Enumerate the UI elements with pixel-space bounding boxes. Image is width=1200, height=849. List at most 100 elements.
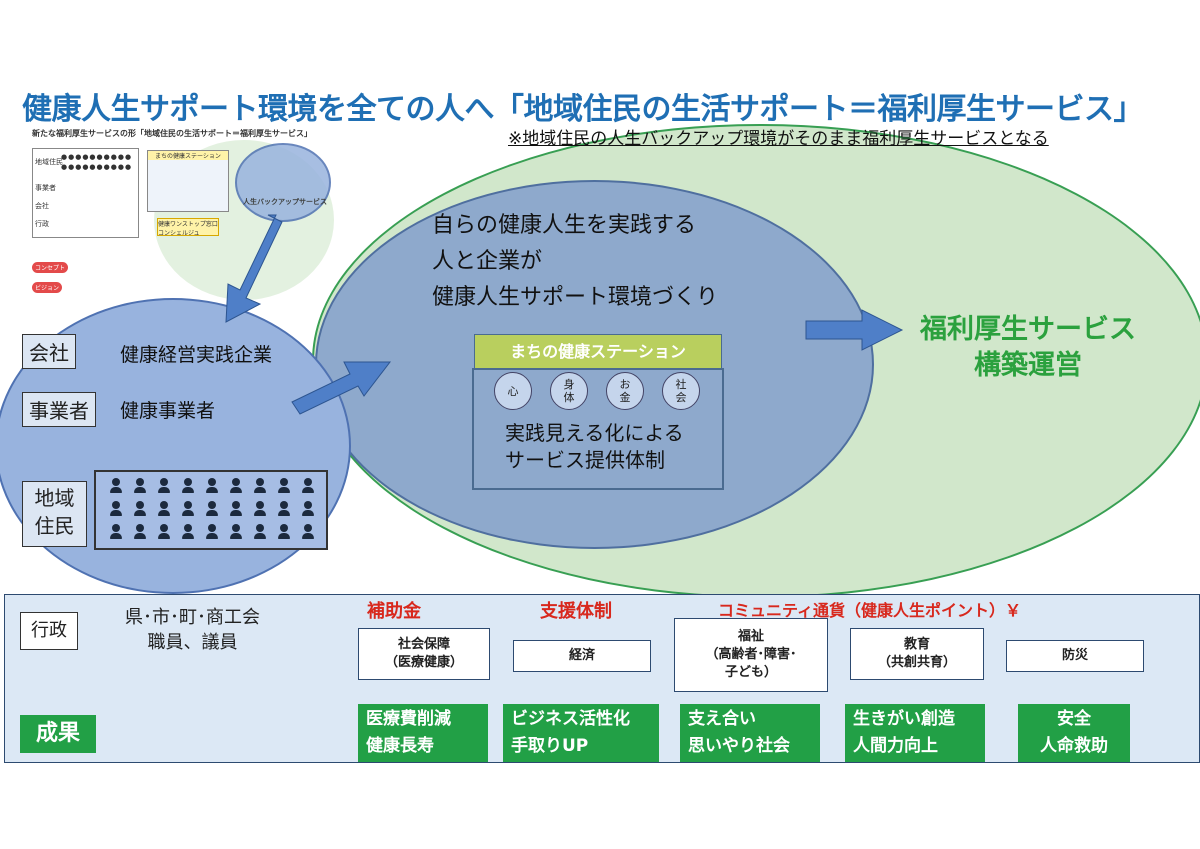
mini-people-icons-2: ●●●●●●●●●●	[61, 163, 133, 171]
admin-label: 行政	[20, 612, 78, 650]
results-label: 成果	[20, 715, 96, 753]
residents-label-line2: 住民	[34, 514, 75, 538]
arrow-left-to-middle	[291, 361, 392, 415]
person-icon	[182, 524, 194, 539]
town-health-station-header: まちの健康ステーション	[474, 334, 722, 370]
person-icon	[110, 501, 122, 516]
town-health-station-body: 心 身 体 お 金 社 会	[472, 368, 724, 490]
person-icon	[302, 524, 314, 539]
circle-money: お 金	[606, 372, 644, 410]
result-medical-line1: 医療費削減	[366, 709, 451, 729]
box-social-security: 社会保障 （医療健康）	[358, 628, 490, 680]
person-icon	[278, 501, 290, 516]
currency-heading: コミュニティ通貨（健康人生ポイント）￥	[718, 601, 1022, 620]
person-icon	[206, 524, 218, 539]
mini-highlight-circle: 人生バックアップサービス	[235, 143, 331, 222]
result-mutual-line1: 支え合い	[688, 709, 756, 729]
person-icon	[134, 501, 146, 516]
box-social-security-line1: 社会保障	[397, 637, 450, 652]
person-icon	[278, 478, 290, 493]
mini-people-icons: ●●●●●●●●●●	[61, 153, 133, 161]
person-icon	[134, 524, 146, 539]
arrow-middle-to-right	[805, 309, 904, 351]
mini-concierge: 健康ワンストップ窓口 コンシェルジュ	[157, 218, 219, 237]
page-title: 健康人生サポート環境を全ての人へ「地域住民の生活サポート＝福利厚生サービス」	[22, 92, 1144, 127]
result-mutual-line2: 思いやり社会	[688, 736, 790, 756]
box-education-line1: 教育	[903, 637, 930, 652]
circle-body: 身 体	[550, 372, 588, 410]
subsidy-heading: 補助金	[367, 601, 421, 622]
station-line-2: サービス提供体制	[505, 448, 665, 472]
result-safety-line2: 人命救助	[1040, 736, 1108, 756]
mini-station: まちの健康ステーション	[148, 151, 228, 160]
station-description: 実践見える化による サービス提供体制	[505, 420, 684, 474]
support-line-2: 人と企業が	[432, 249, 543, 274]
company-text: 健康経営実践企業	[120, 344, 273, 366]
page-subtitle: ※地域住民の人生バックアップ環境がそのまま福利厚生サービスとなる	[508, 129, 1049, 149]
box-welfare-line1: 福祉	[737, 629, 764, 644]
result-purpose-line2: 人間力向上	[853, 736, 938, 756]
welfare-service-text: 福利厚生サービス 構築運営	[920, 312, 1136, 384]
support-line-3: 健康人生サポート環境づくり	[432, 285, 719, 310]
mini-backup: 人生バックアップサービス	[243, 198, 327, 206]
support-environment-text: 自らの健康人生を実践する 人と企業が 健康人生サポート環境づくり	[432, 208, 718, 316]
mini-title: 新たな福利厚生サービスの形「地域住民の生活サポート＝福利厚生サービス」	[32, 129, 312, 138]
box-welfare-line2: （高齢者･障害･	[705, 647, 797, 662]
person-icon	[230, 501, 242, 516]
person-icon	[254, 478, 266, 493]
business-label: 事業者	[22, 392, 96, 427]
mini-concept-pill: コンセプト	[32, 262, 69, 273]
mini-left-panel: 地域住民 事業者 会社 行政 ●●●●●●●●●● ●●●●●●●●●●	[32, 148, 139, 238]
mini-row-4: 行政	[35, 220, 49, 228]
result-safety: 安全 人命救助	[1018, 704, 1130, 762]
mini-station-panel: まちの健康ステーション	[147, 150, 229, 212]
person-icon	[206, 478, 218, 493]
box-welfare: 福祉 （高齢者･障害･ 子ども）	[674, 618, 828, 692]
box-education-line2: （共創共育）	[877, 655, 956, 670]
mini-row-1: 地域住民	[35, 158, 63, 166]
result-safety-line1: 安全	[1057, 709, 1091, 729]
company-label: 会社	[22, 334, 76, 369]
business-text: 健康事業者	[120, 400, 216, 422]
mini-diagram: 新たな福利厚生サービスの形「地域住民の生活サポート＝福利厚生サービス」 地域住民…	[32, 128, 334, 308]
circle-mind: 心	[494, 372, 532, 410]
result-business-line1: ビジネス活性化	[511, 709, 630, 729]
person-icon	[302, 478, 314, 493]
box-disaster-prevention: 防災	[1006, 640, 1144, 672]
person-icon	[158, 501, 170, 516]
arrow-mini-to-left	[225, 214, 283, 323]
welfare-line-1: 福利厚生サービス	[920, 314, 1136, 345]
result-purpose-line1: 生きがい創造	[853, 709, 955, 729]
person-icon	[134, 478, 146, 493]
admin-text: 県･市･町･商工会 職員、議員	[125, 605, 260, 655]
residents-people-grid	[94, 470, 328, 550]
result-mutual-support: 支え合い 思いやり社会	[680, 704, 820, 762]
support-heading: 支援体制	[540, 601, 612, 622]
station-line-1: 実践見える化による	[505, 421, 684, 445]
mini-vision-pill: ビジョン	[32, 282, 63, 293]
admin-line-2: 職員、議員	[147, 632, 238, 653]
box-welfare-line3: 子ども）	[724, 665, 777, 680]
box-economy: 経済	[513, 640, 651, 672]
person-icon	[302, 501, 314, 516]
person-icon	[110, 524, 122, 539]
residents-label: 地域 住民	[22, 481, 87, 547]
mini-row-3: 会社	[35, 202, 49, 210]
person-icon	[158, 478, 170, 493]
box-social-security-line2: （医療健康）	[384, 655, 463, 670]
person-icon	[230, 524, 242, 539]
result-business: ビジネス活性化 手取りUP	[503, 704, 659, 762]
person-icon	[110, 478, 122, 493]
result-medical: 医療費削減 健康長寿	[358, 704, 488, 762]
circle-society: 社 会	[662, 372, 700, 410]
person-icon	[278, 524, 290, 539]
person-icon	[158, 524, 170, 539]
admin-line-1: 県･市･町･商工会	[125, 607, 260, 628]
box-education: 教育 （共創共育）	[850, 628, 984, 680]
person-icon	[254, 524, 266, 539]
support-line-1: 自らの健康人生を実践する	[432, 213, 697, 238]
person-icon	[182, 478, 194, 493]
welfare-line-2: 構築運営	[974, 350, 1082, 381]
person-icon	[182, 501, 194, 516]
